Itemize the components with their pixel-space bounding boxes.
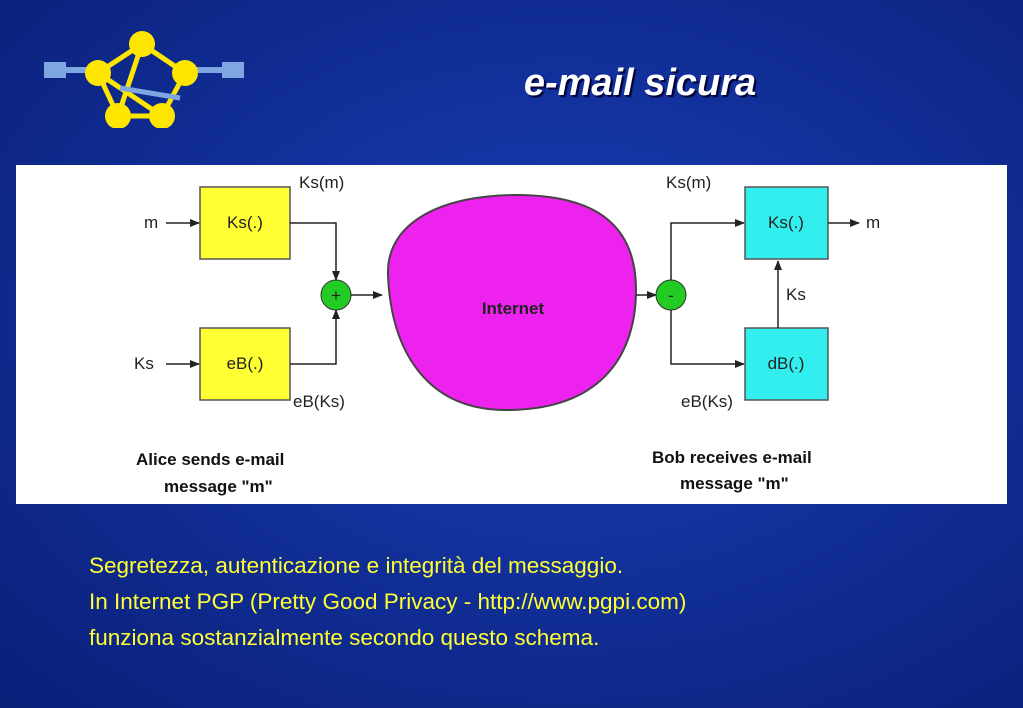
slide-title: e-mail sicura [523,62,757,104]
minus-operator-label: - [668,286,674,305]
alice-caption-line1: Alice sends e-mail [136,450,284,469]
arrow-minus-to-ks [670,219,745,280]
bob-decrypt-box [744,327,829,401]
alice-encrypt-box [199,327,291,401]
bob-caption-line2: message "m" [680,474,789,493]
plus-operator-label: + [331,286,341,305]
alice-input-ks: Ks [134,354,154,373]
bob-caption-line1: Bob receives e-mail [652,448,812,467]
bob-symmetric-label: Ks(.) [768,213,804,232]
network-logo [40,28,250,133]
alice-symmetric-label: Ks(.) [227,213,263,232]
arrow-ks-to-plus [290,222,340,281]
alice-encrypt-label: eB(.) [227,354,264,373]
body-line-1: Segretezza, autenticazione e integrità d… [89,553,624,578]
internet-label: Internet [482,299,545,318]
alice-input-m: m [144,213,158,232]
network-graph-icon [44,31,244,129]
alice-caption-line2: message "m" [164,477,273,496]
internet-cloud [386,193,638,412]
arrow-eb-to-plus [290,309,340,365]
body-line-2: In Internet PGP (Pretty Good Privacy - h… [89,589,687,614]
bob-decrypt-label: dB(.) [768,354,805,373]
bob-output-m: m [866,213,880,232]
bob-eb-ks-label: eB(Ks) [681,392,733,411]
bob-key-label: Ks [786,285,806,304]
alice-symmetric-box [199,186,291,260]
slide-body: Segretezza, autenticazione e integrità d… [89,548,989,656]
alice-ks-m-label: Ks(m) [299,173,344,192]
pgp-diagram: m Ks(.) Ks(m) Ks eB(.) eB(Ks) + Alice se… [16,165,1007,504]
body-line-3: funziona sostanzialmente secondo questo … [89,625,600,650]
bob-ks-m-label: Ks(m) [666,173,711,192]
alice-eb-ks-label: eB(Ks) [293,392,345,411]
arrow-minus-to-db [670,310,745,368]
